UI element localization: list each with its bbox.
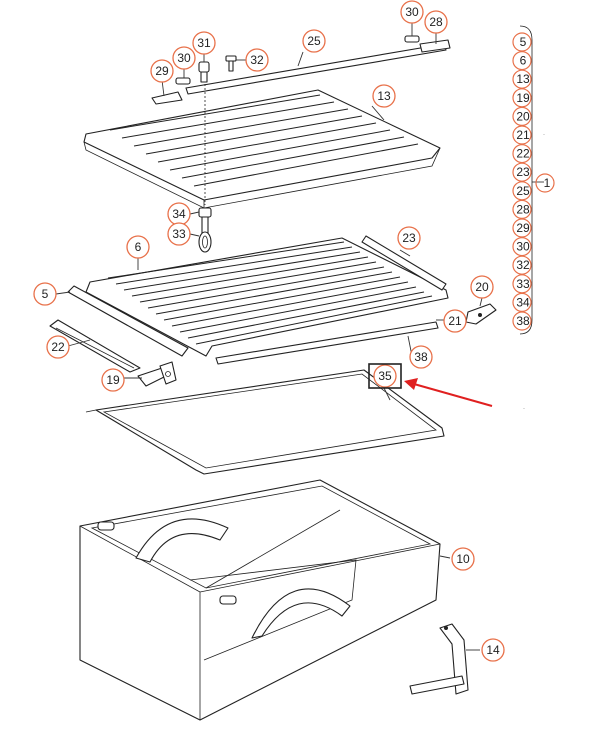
list-item: 38 [516,314,530,328]
callout-label: 6 [135,240,142,254]
list-item: 29 [516,221,530,235]
callout-10: 10 [451,547,475,571]
highlight-arrow [404,378,493,407]
list-item: 5 [520,35,527,49]
callout-label: 30 [405,5,419,19]
list-item-circle [512,199,532,219]
eye-bolt [198,216,212,253]
callout-label: 14 [486,643,500,657]
rail-end-cap [419,39,451,53]
callout-label: 38 [414,350,428,364]
callout-32: 32 [245,48,269,72]
list-item-circle [512,292,532,312]
group-label: 1 [544,176,551,190]
callout-5: 5 [33,282,57,306]
list-item-circle [512,162,532,182]
list-item-circle [512,311,532,331]
pad [404,35,420,43]
callout-23: 23 [397,226,421,250]
callout-label: 19 [106,373,120,387]
trunk-box [79,479,441,721]
callout-29: 29 [150,59,174,83]
callout-label: 35 [378,369,392,383]
callout-19: 19 [101,368,125,392]
list-item: 30 [516,240,530,254]
callout-label: 22 [51,340,65,354]
callout-38: 38 [409,345,433,369]
screw [225,55,237,72]
callout-25: 25 [302,29,326,53]
callout-label: 29 [155,64,169,78]
callout-label: 5 [42,287,49,301]
callout-label: 21 [448,314,462,328]
callout-label: 20 [475,280,489,294]
side-strip-right [361,235,447,291]
callout-20: 20 [470,275,494,299]
callout-6: 6 [126,235,150,259]
bolt [198,61,210,83]
roof-rail [185,43,447,95]
list-item-circle [512,237,532,257]
nut [198,207,212,218]
callout-34: 34 [167,202,191,226]
list-item-circle [512,69,532,89]
list-item-circle [512,125,532,145]
list-item: 20 [516,109,530,123]
callout-30-top: 30 [400,0,424,24]
callout-label: 34 [172,207,186,221]
dot-mark: · [543,132,545,138]
callout-label: 13 [377,89,391,103]
list-item: 6 [520,54,527,68]
rail-end-cap-left [151,91,183,105]
callout-33: 33 [167,222,191,246]
callout-30: 30 [172,46,196,70]
list-item: 32 [516,258,530,272]
leader-lines [55,22,483,651]
callout-31: 31 [192,31,216,55]
callout-label: 25 [307,34,321,48]
hinge [137,361,177,387]
callout-21: 21 [443,309,467,333]
side-trim [49,319,141,373]
roof-slats [109,94,419,187]
callout-label: 32 [250,53,264,67]
list-item: 13 [516,72,530,86]
dot-mark: · [523,406,525,412]
floor-slatted-panel [85,237,449,357]
list-item: 34 [516,295,530,309]
list-item-circle [512,218,532,238]
list-item: 19 [516,91,530,105]
callout-label: 23 [402,231,416,245]
pad [175,77,191,85]
list-item: 23 [516,165,530,179]
callout-label: 31 [197,36,211,50]
side-strip [67,285,189,357]
callout-35-highlighted: 35 [368,363,402,389]
list-item-circle [512,274,532,294]
group-list: 5 6 13 19 20 21 22 23 25 28 29 30 32 33 34 38 1 [512,25,555,335]
callout-label: 28 [429,15,443,29]
roof-slatted-panel [83,89,441,209]
callout-28: 28 [424,10,448,34]
list-item: 33 [516,277,530,291]
callout-label: 30 [177,51,191,65]
callout-label: 10 [456,552,470,566]
callout-13: 13 [372,84,396,108]
list-item: 28 [516,202,530,216]
callout-14: 14 [481,638,505,662]
support-bracket [409,623,469,695]
callout-label: 33 [172,227,186,241]
list-item: 22 [516,147,530,161]
callout-22: 22 [46,335,70,359]
list-item: 25 [516,184,530,198]
floor-mat [85,369,445,475]
floor-slats [107,241,433,345]
front-strip [215,321,439,365]
list-item: 21 [516,128,530,142]
